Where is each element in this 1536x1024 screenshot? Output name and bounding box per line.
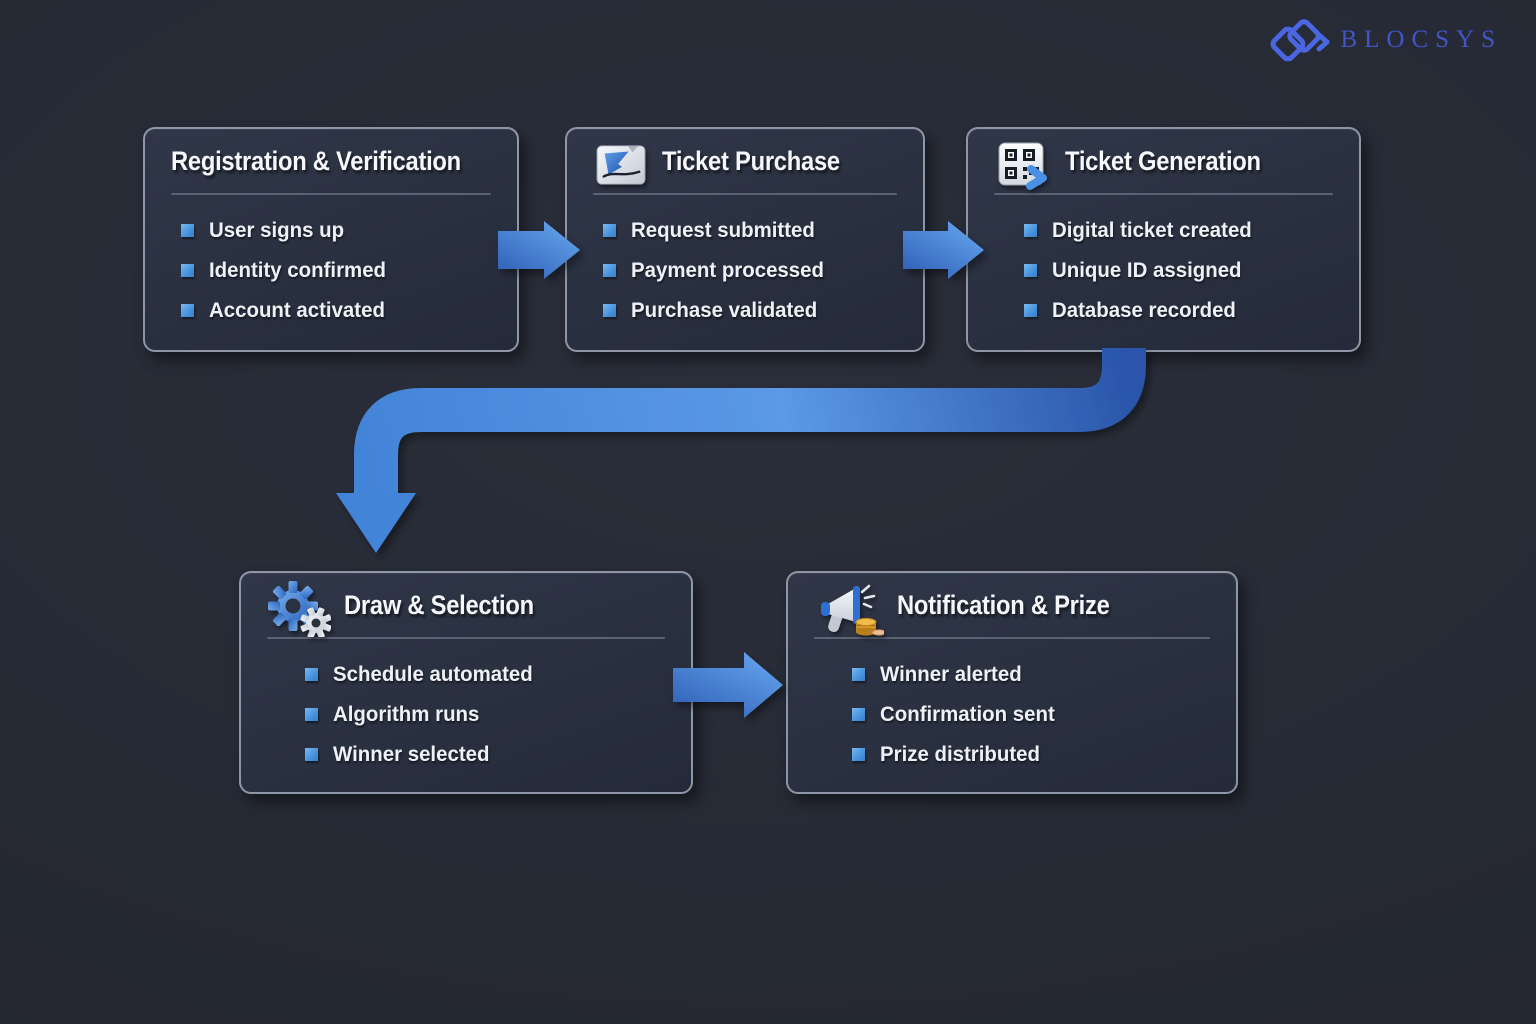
- node-item: Identity confirmed: [181, 250, 491, 290]
- item-label: Digital ticket created: [1052, 217, 1252, 242]
- node-item: Database recorded: [1024, 290, 1333, 330]
- node-item: User signs up: [181, 210, 491, 250]
- item-label: User signs up: [209, 217, 345, 242]
- bullet-square-icon: [603, 303, 616, 317]
- bullet-square-icon: [305, 707, 318, 721]
- node-item: Digital ticket created: [1024, 210, 1333, 250]
- node-card-registration-verification: Registration & Verification User signs u…: [143, 127, 519, 352]
- card-header: Draw & Selection: [241, 573, 691, 637]
- title-divider: [171, 193, 491, 195]
- bullet-square-icon: [1024, 303, 1037, 317]
- title-divider: [994, 193, 1333, 195]
- megaphone-coins-icon: [821, 584, 884, 636]
- bullet-square-icon: [852, 707, 865, 721]
- bullet-square-icon: [305, 747, 318, 761]
- bullet-square-icon: [305, 667, 318, 681]
- node-item: Winner alerted: [852, 654, 1210, 694]
- ticket-card-icon: [596, 145, 646, 185]
- node-card-ticket-generation: Ticket Generation Digital ticket created…: [966, 127, 1361, 352]
- node-items: Request submitted Payment processed Purc…: [567, 210, 923, 330]
- item-label: Algorithm runs: [333, 701, 480, 726]
- node-item: Winner selected: [305, 734, 665, 774]
- item-label: Request submitted: [631, 217, 815, 242]
- logo-text: BLOCSYS: [1340, 26, 1502, 53]
- item-label: Identity confirmed: [209, 257, 387, 282]
- bullet-square-icon: [1024, 263, 1037, 277]
- node-item: Purchase validated: [603, 290, 897, 330]
- node-item: Confirmation sent: [852, 694, 1210, 734]
- card-header: Notification & Prize: [788, 573, 1236, 637]
- node-title: Ticket Purchase: [662, 145, 840, 176]
- node-items: Digital ticket created Unique ID assigne…: [968, 210, 1359, 330]
- node-items: Winner alerted Confirmation sent Prize d…: [788, 654, 1236, 774]
- item-label: Database recorded: [1052, 297, 1236, 322]
- item-label: Confirmation sent: [880, 701, 1055, 726]
- bullet-square-icon: [852, 667, 865, 681]
- item-label: Prize distributed: [880, 741, 1041, 766]
- bullet-square-icon: [181, 303, 194, 317]
- logo: BLOCSYS: [1268, 16, 1502, 64]
- node-item: Algorithm runs: [305, 694, 665, 734]
- gears-icon: [268, 581, 331, 637]
- interlocking-diamonds-icon: [1271, 19, 1330, 62]
- node-item: Unique ID assigned: [1024, 250, 1333, 290]
- bullet-square-icon: [1024, 223, 1037, 237]
- card-header: Registration & Verification: [145, 129, 517, 193]
- node-title: Ticket Generation: [1065, 145, 1261, 176]
- curved-arrow-down-icon: [336, 348, 1146, 553]
- item-label: Schedule automated: [333, 661, 533, 686]
- node-title: Draw & Selection: [344, 589, 534, 620]
- node-item: Payment processed: [603, 250, 897, 290]
- bullet-square-icon: [852, 747, 865, 761]
- title-divider: [267, 637, 665, 639]
- node-items: Schedule automated Algorithm runs Winner…: [241, 654, 691, 774]
- card-header: Ticket Generation: [968, 129, 1359, 193]
- card-header: Ticket Purchase: [567, 129, 923, 193]
- bullet-square-icon: [603, 263, 616, 277]
- title-divider: [814, 637, 1210, 639]
- node-title: Registration & Verification: [171, 145, 461, 176]
- bullet-square-icon: [181, 263, 194, 277]
- node-items: User signs up Identity confirmed Account…: [145, 210, 517, 330]
- node-item: Request submitted: [603, 210, 897, 250]
- node-item: Account activated: [181, 290, 491, 330]
- item-label: Unique ID assigned: [1052, 257, 1242, 282]
- item-label: Account activated: [209, 297, 385, 322]
- bullet-square-icon: [181, 223, 194, 237]
- node-card-ticket-purchase: Ticket Purchase Request submitted Paymen…: [565, 127, 925, 352]
- qr-code-icon: [998, 142, 1047, 190]
- bullet-square-icon: [603, 223, 616, 237]
- item-label: Winner alerted: [880, 661, 1022, 686]
- node-title: Notification & Prize: [897, 589, 1110, 620]
- item-label: Winner selected: [333, 741, 490, 766]
- item-label: Purchase validated: [631, 297, 818, 322]
- node-card-draw-selection: Draw & Selection Schedule automated Algo…: [239, 571, 693, 794]
- node-item: Prize distributed: [852, 734, 1210, 774]
- item-label: Payment processed: [631, 257, 824, 282]
- node-item: Schedule automated: [305, 654, 665, 694]
- title-divider: [593, 193, 897, 195]
- node-card-notification-prize: Notification & Prize Winner alerted Conf…: [786, 571, 1238, 794]
